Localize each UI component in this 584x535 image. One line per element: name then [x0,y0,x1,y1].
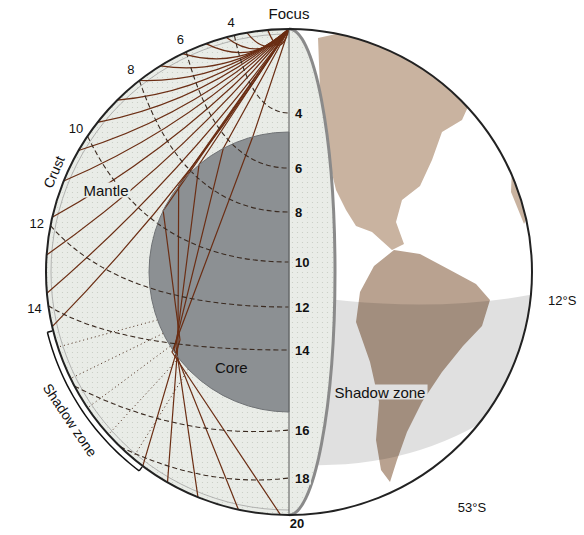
wavefront [186,52,289,168]
bracket-end [139,467,142,471]
seismic-ray [64,29,289,181]
core-ray [174,29,289,510]
diagram-label: 10 [293,256,311,269]
core-ray [143,29,289,466]
wavefront [139,81,289,212]
diagram-label: 14 [25,301,43,314]
wavefront [50,226,289,307]
diagram-label: 14 [293,344,311,357]
diagram-label: 6 [293,162,304,175]
diagram-label: 4 [293,107,304,120]
wavefront [88,136,289,262]
diagram-label: 12 [27,216,45,229]
diagram-label: 10 [67,122,85,135]
focus-label: Focus [267,6,312,21]
diagram-label: 16 [293,424,311,437]
diagram-label: 12°S [546,294,578,307]
diagram-label: 20 [288,517,306,530]
seismic-ray [139,29,289,81]
globe-ground [46,29,532,515]
core-ray [176,29,289,497]
wavefront [234,35,289,113]
seismic-ray [47,29,289,293]
diagram-label: Mantle [81,183,130,198]
bracket-end [47,331,52,332]
diagram-label: 18 [293,472,311,485]
region-label: Core [213,360,250,375]
shadow-ray [108,358,178,434]
diagram-label: 6 [175,33,186,46]
shadow-ray [58,320,158,347]
seismic-ray [52,29,289,327]
earth-outline [46,29,532,515]
zone-label: Shadow zone [333,385,428,400]
diagram-label: 4 [226,15,237,28]
section-edge [289,29,335,515]
core-ray [172,29,289,515]
diagram-label: 12 [293,301,311,314]
wavefront [74,386,289,431]
core-ray [168,29,290,482]
diagram-label: 8 [293,206,304,219]
core-outline-path [149,132,289,412]
seismic-ray [79,29,289,151]
core-region: Core [149,132,289,412]
north-america [318,32,472,250]
diagram-label: 53°S [456,501,488,514]
seismic-ray [52,29,289,217]
wavefront [120,447,289,480]
diagram-label: 8 [125,63,136,76]
seismic-ray [160,29,289,68]
